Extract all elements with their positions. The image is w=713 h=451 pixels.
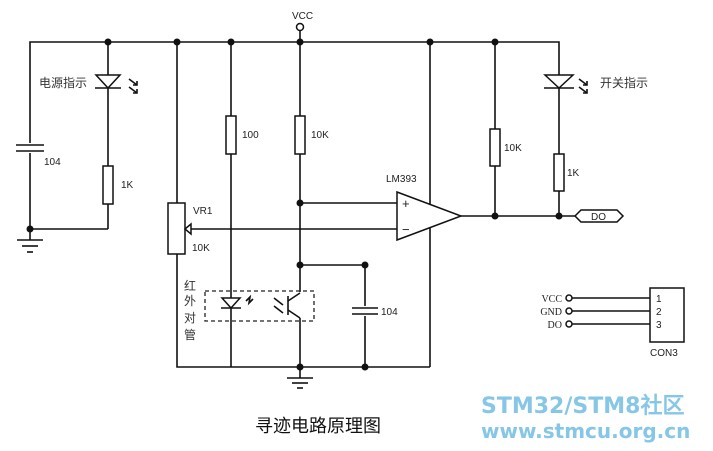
resistor-icon (553, 153, 565, 192)
connector-pin-gnd: GND (540, 307, 562, 318)
ir-pair-label-4: 管 (184, 327, 196, 342)
ir-led-icon (220, 294, 254, 310)
connector-con3 (565, 287, 685, 343)
comparator-label: LM393 (386, 174, 417, 185)
r-switch-led-label: 1K (567, 168, 580, 179)
ground-icon (17, 239, 43, 253)
do-port-icon (573, 209, 625, 223)
junction-dots (26, 38, 563, 371)
ir-pair-label-2: 外 (184, 294, 196, 308)
vr-value-label: 10K (192, 243, 210, 254)
vr-label: VR1 (193, 206, 213, 217)
capacitor-icon (14, 143, 46, 153)
connector-name: CON3 (650, 348, 678, 359)
power-led-label: 电源指示 (39, 75, 87, 90)
connector-pin-vcc: VCC (541, 294, 562, 305)
vcc-terminal (295, 22, 305, 32)
do-port-label: DO (591, 212, 606, 223)
cap-left-label: 104 (44, 157, 61, 168)
connector-pin-number-1: 1 (656, 294, 662, 305)
vcc-label: VCC (292, 11, 313, 22)
r-photo-label: 10K (311, 130, 329, 141)
switch-led-icon (543, 74, 588, 94)
resistor-icon (294, 115, 306, 155)
comp-minus-label: − (402, 222, 410, 237)
resistor-icon (225, 115, 237, 155)
switch-led-label: 开关指示 (600, 75, 648, 90)
ir-pair-box (204, 290, 315, 322)
watermark-line1: STM32/STM8社区 (481, 393, 684, 419)
connector-pin-number-2: 2 (656, 307, 662, 318)
power-led-icon (94, 74, 138, 94)
resistor-icon (102, 165, 114, 205)
r-ir-led-label: 100 (242, 130, 259, 141)
phototransistor-icon (273, 292, 301, 319)
ground-icon (287, 377, 313, 389)
ir-pair-label-3: 对 (184, 311, 196, 325)
ir-pair-label-1: 红 (184, 278, 196, 293)
potentiometer-icon (167, 202, 192, 255)
r-power-led-label: 1K (121, 180, 134, 191)
cap-right-label: 104 (381, 307, 398, 318)
diagram-title: 寻迹电路原理图 (255, 416, 381, 437)
resistor-icon (489, 128, 501, 167)
capacitor-icon (351, 306, 379, 316)
comparator-icon (396, 190, 464, 242)
r-pullup-label: 10K (504, 143, 522, 154)
connector-pin-do: DO (548, 320, 562, 331)
watermark-line2: www.stmcu.org.cn (481, 419, 690, 443)
comp-plus-label: + (402, 196, 410, 211)
connector-pin-number-3: 3 (656, 320, 662, 331)
